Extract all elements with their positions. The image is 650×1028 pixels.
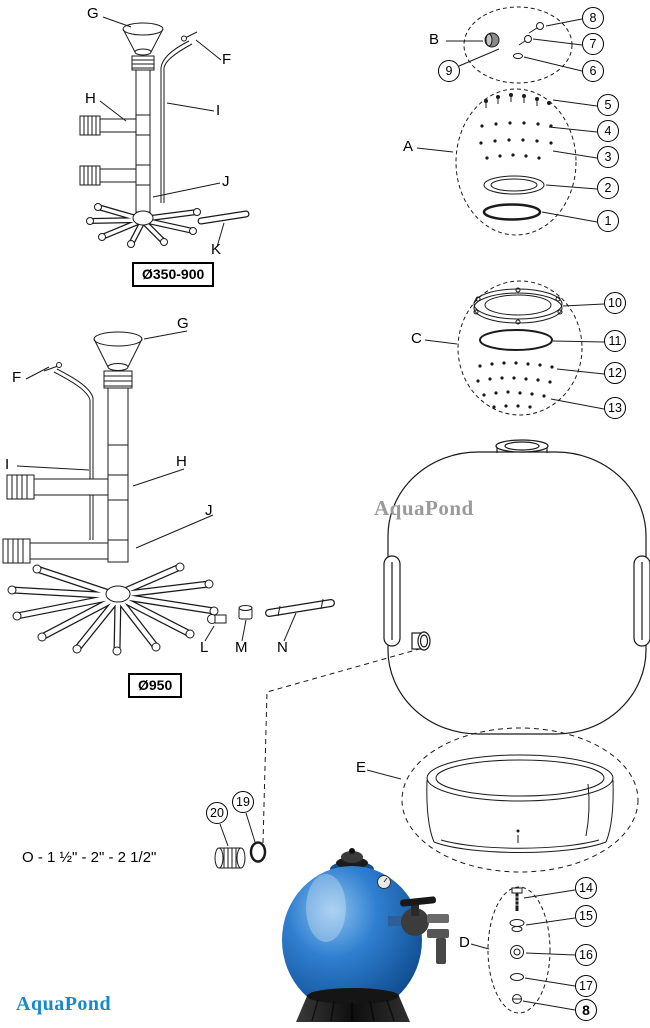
lateral-assembly-large <box>2 331 335 656</box>
callout-19: 19 <box>232 791 254 813</box>
hole-pattern-lower <box>476 361 554 409</box>
standpipe-small <box>135 69 151 213</box>
label-m: M <box>235 639 248 656</box>
callout-16: 16 <box>575 944 597 966</box>
filter-base <box>296 988 410 1022</box>
tank-handle-left <box>383 555 401 647</box>
washer-part-6 <box>513 53 523 59</box>
label-c: C <box>411 330 422 347</box>
callout-4: 4 <box>597 120 619 142</box>
side-nozzle-upper-large <box>6 474 109 500</box>
callout-7: 7 <box>582 33 604 55</box>
funnel-diffuser-small <box>122 22 164 71</box>
lateral-arms-large <box>7 562 219 656</box>
label-d: D <box>459 934 470 951</box>
group-d-parts <box>487 886 551 1014</box>
callout-17: 17 <box>575 975 597 997</box>
tank-body-outline <box>383 439 650 735</box>
lateral-assembly-small <box>79 22 250 248</box>
fitting-l <box>207 614 227 624</box>
label-f-small: F <box>222 51 232 68</box>
label-b: B <box>429 31 440 48</box>
label-g-large: G <box>177 315 189 332</box>
filter-photo <box>282 848 449 1022</box>
filter-tank-body <box>282 866 422 1014</box>
callout-20: 20 <box>206 802 228 824</box>
callout-8-bottom: 8 <box>575 999 597 1021</box>
label-h-large: H <box>176 453 187 470</box>
callout-3: 3 <box>597 146 619 168</box>
size-label-small: Ø350-900 <box>132 262 215 287</box>
washer-part-15 <box>509 919 525 932</box>
lateral-pipe-k <box>197 210 250 225</box>
tank-side-port <box>411 631 431 651</box>
group-o-parts <box>214 841 267 869</box>
hole-pattern <box>479 121 553 160</box>
o-size-spec: O - 1 ½" - 2" - 2 1/2" <box>22 849 157 866</box>
group-a-parts <box>455 88 577 236</box>
callout-10: 10 <box>604 292 626 314</box>
callout-13: 13 <box>604 397 626 419</box>
callout-9: 9 <box>438 60 460 82</box>
air-tube-large <box>43 362 94 540</box>
side-nozzle-lower-small <box>79 165 137 186</box>
lateral-arms-small <box>86 203 201 248</box>
callout-5: 5 <box>597 94 619 116</box>
diffuser-plate <box>483 175 545 195</box>
tank-handle-right <box>633 555 650 647</box>
callout-1: 1 <box>597 210 619 232</box>
washer-part-17 <box>510 973 524 981</box>
air-tube-small <box>160 31 198 203</box>
size-label-large: Ø950 <box>128 673 183 698</box>
leader-lines <box>16 16 605 1011</box>
funnel-diffuser-large <box>93 331 143 389</box>
label-k-small: K <box>211 241 222 258</box>
screw-part-14 <box>511 887 523 911</box>
label-f-large: F <box>12 369 22 386</box>
side-nozzle-upper-small <box>79 115 137 136</box>
group-c-parts <box>457 280 583 416</box>
label-h-small: H <box>85 90 96 107</box>
label-j-large: J <box>205 502 213 519</box>
label-a: A <box>403 138 414 155</box>
side-nozzle-lower-large <box>2 538 109 564</box>
label-n: N <box>277 639 288 656</box>
callout-15: 15 <box>575 905 597 927</box>
clamp-ring-10 <box>473 287 563 325</box>
fitting-m <box>238 605 253 620</box>
label-l: L <box>200 639 209 656</box>
multiport-valve <box>388 896 449 964</box>
screw-part-8 <box>536 22 544 30</box>
label-e: E <box>356 759 367 776</box>
callout-6: 6 <box>582 60 604 82</box>
callout-2: 2 <box>597 177 619 199</box>
o-ring-19 <box>249 841 267 863</box>
screw-part-7 <box>524 35 532 43</box>
o-ring-1 <box>482 203 542 221</box>
brand-logo: AquaPond <box>16 993 112 1015</box>
label-j-small: J <box>222 173 230 190</box>
label-i-large: I <box>5 456 10 473</box>
callout-11: 11 <box>604 330 626 352</box>
label-g-small: G <box>87 5 99 22</box>
nut-part-16 <box>510 945 524 959</box>
nozzle-row <box>484 93 551 105</box>
o-ring-11 <box>479 329 553 351</box>
group-e-base <box>401 727 639 873</box>
label-i-small: I <box>216 102 221 119</box>
callout-8: 8 <box>582 7 604 29</box>
group-b-parts <box>463 6 573 84</box>
callout-14: 14 <box>575 877 597 899</box>
fitting-n <box>265 598 335 617</box>
screw-part-8-bottom <box>512 994 522 1004</box>
callout-12: 12 <box>604 362 626 384</box>
watermark-text: AquaPond <box>374 496 474 520</box>
